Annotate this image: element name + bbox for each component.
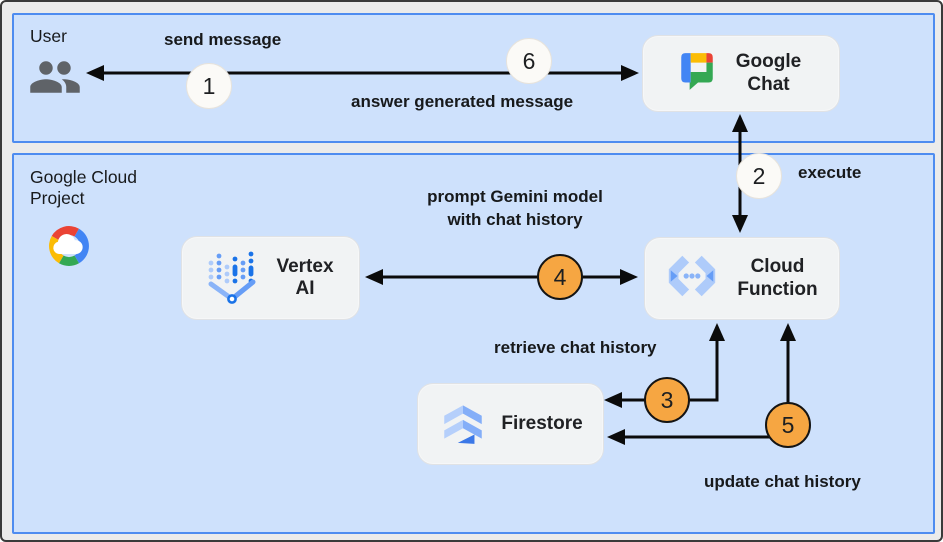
- prompt-gemini-label-line1: prompt Gemini model: [427, 187, 603, 206]
- step-5-badge: 5: [765, 402, 811, 448]
- vertex-ai-label: Vertex AI: [276, 255, 334, 299]
- google-chat-label: Google Chat: [735, 51, 802, 95]
- retrieve-chat-history-label: retrieve chat history: [494, 338, 657, 357]
- vertex-ai-icon: [204, 247, 260, 310]
- answer-generated-message-label: answer generated message: [351, 92, 574, 111]
- step-1-badge: 1: [186, 63, 232, 109]
- prompt-gemini-label-line2: with chat history: [447, 209, 583, 229]
- cloud-function-node: Cloud Function: [644, 237, 840, 320]
- gcp-panel-label: Google Cloud Project: [30, 167, 138, 209]
- step-4-number: 4: [553, 263, 567, 290]
- cloud-functions-icon: [663, 253, 721, 304]
- send-message-label: send message: [164, 30, 282, 49]
- vertex-ai-node: Vertex AI: [181, 236, 360, 320]
- step-6-badge: 6: [506, 38, 552, 84]
- step-6-number: 6: [522, 47, 536, 74]
- step-1-number: 1: [202, 72, 216, 99]
- update-chat-history-label: update chat history: [704, 472, 861, 491]
- step-4-badge: 4: [537, 254, 583, 300]
- step-2-number: 2: [752, 162, 766, 189]
- step-5-number: 5: [781, 411, 795, 438]
- step-2-badge: 2: [736, 153, 782, 199]
- user-panel-label: User: [30, 26, 67, 46]
- step-3-badge: 3: [644, 377, 690, 423]
- google-chat-icon: [676, 50, 718, 97]
- cloud-function-label: Cloud Function: [737, 256, 818, 300]
- users-icon: [28, 52, 82, 107]
- prompt-gemini-label: prompt Gemini model with chat history: [415, 186, 615, 232]
- step-3-number: 3: [660, 386, 674, 413]
- google-chat-node: Google Chat: [642, 35, 840, 112]
- firestore-label: Firestore: [501, 412, 583, 434]
- firestore-node: Firestore: [417, 383, 604, 465]
- execute-label: execute: [798, 163, 862, 182]
- firestore-icon: [438, 397, 488, 452]
- google-cloud-icon: [36, 218, 102, 279]
